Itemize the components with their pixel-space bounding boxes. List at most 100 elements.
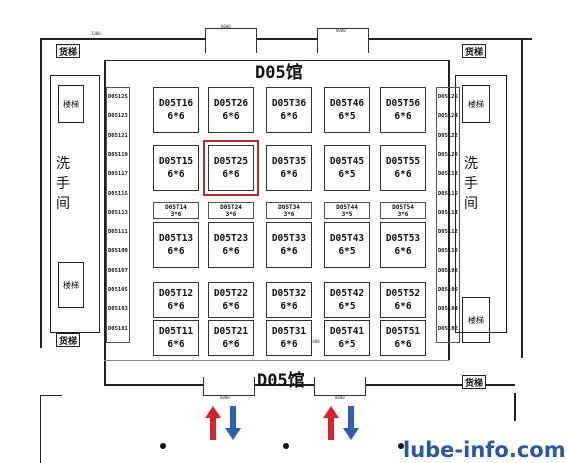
side-booth-label[interactable]: D05123 [108, 113, 128, 120]
outer-wall-bottom [104, 384, 515, 386]
side-booth-label[interactable]: D05124 [438, 113, 458, 120]
side-booth-label[interactable]: D05119 [108, 151, 128, 158]
lower-wall-left [40, 395, 41, 463]
toilet-right: 洗 手 间 [463, 154, 479, 214]
toilet-char: 手 [56, 176, 70, 192]
side-booth-label[interactable]: D05122 [438, 132, 458, 139]
outer-wall-top [40, 38, 532, 40]
booth-size: 6*6 [280, 339, 298, 350]
highlighted-booth-frame [203, 140, 259, 196]
toilet-char: 手 [464, 176, 478, 192]
side-booth-label[interactable]: D05118 [438, 171, 458, 178]
side-booth-label[interactable]: D05103 [108, 306, 128, 313]
booth-code: D05T43 [329, 233, 365, 244]
side-booth-label[interactable]: D05117 [108, 171, 128, 178]
lower-wall-corner [40, 395, 62, 396]
toilet-char: 间 [464, 196, 478, 212]
booth-size: 6*6 [222, 246, 240, 257]
side-booth-label[interactable]: D05102 [438, 325, 458, 332]
booth-code: D05T36 [271, 98, 307, 109]
side-booth-label[interactable]: D05126 [438, 94, 458, 100]
dim-top-center-right: 8000 [336, 28, 346, 33]
side-booth-label[interactable]: D05101 [108, 325, 128, 332]
side-booth-label[interactable]: D05115 [108, 190, 128, 197]
side-booth-label[interactable]: D05109 [108, 248, 128, 255]
entrance-top-left [205, 28, 257, 53]
booth-code: D05T52 [385, 288, 421, 299]
booth-size: 6*5 [338, 339, 356, 350]
inner-wall-bottom [104, 360, 449, 361]
dim-top-center-left: 6000 [221, 24, 231, 29]
booth-size: 6*6 [394, 169, 412, 180]
side-booth-label[interactable]: D05113 [108, 209, 128, 216]
side-booth-label[interactable]: D05116 [438, 190, 458, 197]
right-facility-block [455, 75, 507, 333]
side-booth-label[interactable]: D05110 [438, 248, 458, 255]
side-booth-label[interactable]: D05125 [108, 94, 128, 100]
toilet-char: 洗 [464, 156, 478, 172]
booth-code: D05T54 [392, 203, 414, 211]
pillar-dot [398, 443, 404, 449]
side-booth-label[interactable]: D05104 [438, 306, 458, 313]
booth-code: D05T53 [385, 233, 421, 244]
side-booth-label[interactable]: D05112 [438, 229, 458, 236]
inner-wall-right [448, 60, 450, 360]
side-booth-label[interactable]: D05121 [108, 132, 128, 139]
side-booth-label[interactable]: D05106 [438, 287, 458, 293]
side-booth-label[interactable]: D05120 [438, 151, 458, 158]
booth-size: 6*6 [222, 339, 240, 350]
hall-title-top: D05馆 [255, 63, 303, 83]
toilet-char: 间 [56, 196, 70, 212]
dim-bottom-right: 8000 [335, 395, 345, 400]
booth-size: 6*5 [338, 169, 356, 180]
entrance-top-right [317, 28, 369, 53]
side-booth-label[interactable]: D05111 [108, 229, 128, 236]
booth-size: 6*6 [394, 111, 412, 122]
side-booth-label[interactable]: D05108 [438, 267, 458, 274]
side-booth-label[interactable]: D05105 [108, 287, 128, 293]
stairs-left-bottom: 楼梯 [58, 262, 84, 308]
booth-size: 6*6 [394, 301, 412, 312]
side-booth-label[interactable]: D05114 [438, 209, 458, 216]
booth-size: 6*6 [280, 169, 298, 180]
booth-size: 6*6 [167, 301, 185, 312]
hall-title-bottom: D05馆 [257, 371, 305, 391]
elevator-bottom-right: 货梯 [462, 375, 486, 389]
booth-d05t52[interactable]: D05T52 6*6 [380, 282, 426, 318]
side-booth-label[interactable]: D05107 [108, 267, 128, 274]
booth-size: 3*6 [283, 210, 295, 218]
booth-code: D05T42 [329, 288, 365, 299]
pillar-dot [160, 443, 166, 449]
toilet-left: 洗 手 间 [55, 154, 71, 214]
booth-code: D05T46 [329, 98, 365, 109]
